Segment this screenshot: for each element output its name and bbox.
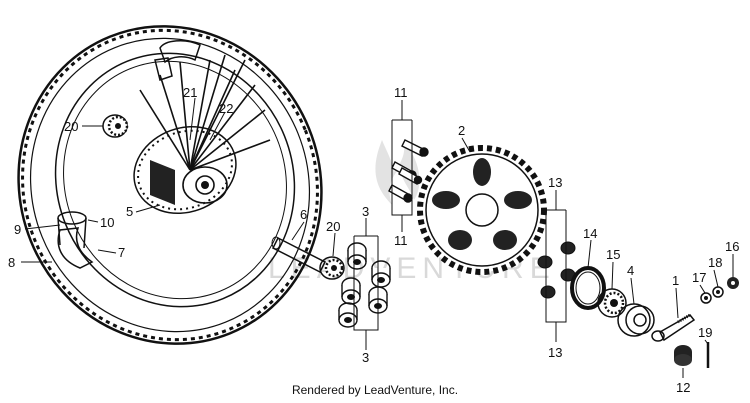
callout-19: 19 (698, 325, 712, 340)
callout-3-bottom: 3 (362, 350, 369, 365)
sprocket-2 (417, 145, 547, 275)
callout-3-top: 3 (362, 204, 369, 219)
hub-5 (133, 125, 237, 215)
axle-1 (651, 313, 696, 342)
callout-13-top: 13 (548, 175, 562, 190)
callout-22: 22 (219, 101, 233, 116)
tire-8 (17, 25, 323, 345)
callout-20-right: 20 (326, 219, 340, 234)
callout-2: 2 (458, 123, 465, 138)
callout-labels: 21 22 20 5 9 10 7 8 6 20 3 3 11 11 2 13 … (8, 85, 739, 395)
nut-16 (727, 277, 739, 289)
tube-9 (57, 211, 94, 269)
callout-11-bottom: 11 (394, 233, 408, 248)
washer-17 (700, 292, 712, 304)
tire-tread (21, 28, 319, 342)
callout-1: 1 (672, 273, 679, 288)
callout-20-left: 20 (64, 119, 78, 134)
callout-10: 10 (100, 215, 114, 230)
callout-4: 4 (627, 263, 634, 278)
callout-18: 18 (708, 255, 722, 270)
callout-8: 8 (8, 255, 15, 270)
footer-credit: Rendered by LeadVenture, Inc. (291, 383, 459, 397)
rear-wheel (17, 25, 323, 345)
sprocket-hub-4 (617, 303, 655, 337)
callout-5: 5 (126, 204, 133, 219)
callout-14: 14 (583, 226, 597, 241)
callout-9: 9 (14, 222, 21, 237)
axle-nut-12 (674, 345, 692, 366)
callout-21: 21 (183, 85, 197, 100)
callout-13-bottom: 13 (548, 345, 562, 360)
callout-17: 17 (692, 270, 706, 285)
spokes (139, 54, 271, 171)
bearing-20-right (319, 256, 345, 280)
callout-12: 12 (676, 380, 690, 395)
washer-18 (712, 286, 724, 298)
rim (54, 52, 296, 308)
nuts-13 (537, 241, 576, 299)
callout-15: 15 (606, 247, 620, 262)
circlip-14 (570, 266, 606, 310)
leader-lines (21, 97, 734, 378)
bearing-20 (102, 114, 129, 138)
stud-bolts-11 (388, 139, 429, 203)
callout-7: 7 (118, 245, 125, 260)
callout-6: 6 (300, 207, 307, 222)
bearing-15 (597, 288, 627, 318)
callout-11-top: 11 (394, 85, 408, 100)
callout-16: 16 (725, 239, 739, 254)
